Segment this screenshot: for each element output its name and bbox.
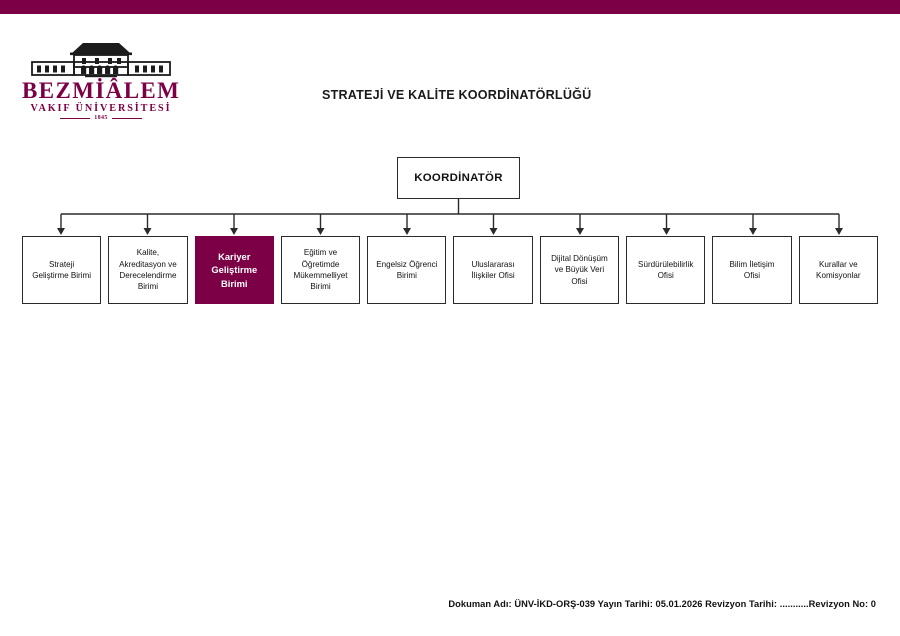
org-node-label: Kalite, Akreditasyon ve Derecelendirme B… — [119, 248, 177, 292]
org-node-label: Engelsiz Öğrenci Birimi — [376, 259, 438, 280]
org-node-kalite-akreditasyon-ve-derecelendirme-birimi[interactable]: Kalite, Akreditasyon ve Derecelendirme B… — [108, 236, 188, 304]
org-node-label: Bilim İletişim Ofisi — [729, 259, 775, 280]
logo-year-row: 1845 — [22, 115, 180, 121]
logo-rule-right — [111, 117, 142, 119]
university-building-icon — [31, 43, 171, 78]
org-node-label: Strateji Geliştirme Birimi — [32, 259, 92, 280]
org-node-label: Uluslararası İlişkiler Ofisi — [471, 259, 515, 280]
org-node-label: Eğitim ve Öğretimde Mükemmelliyet Birimi — [293, 248, 348, 292]
logo-subtitle: VAKIF ÜNİVERSİTESİ — [30, 103, 172, 115]
org-node-strateji-gelistirme-birimi[interactable]: Strateji Geliştirme Birimi — [22, 236, 102, 304]
org-node-label: Kurallar ve Komisyonlar — [816, 259, 861, 280]
org-node-kurallar-ve-komisyonlar[interactable]: Kurallar ve Komisyonlar — [798, 236, 878, 304]
logo-rule-left — [60, 117, 91, 119]
university-logo: BEZMİÂLEM VAKIF ÜNİVERSİTESİ 1845 — [22, 40, 180, 121]
org-node-engelsiz-ogrenci-birimi[interactable]: Engelsiz Öğrenci Birimi — [367, 236, 447, 304]
org-node-koordinator[interactable]: KOORDİNATÖR — [397, 157, 520, 199]
org-node-surdurulebilirlik-ofisi[interactable]: Sürdürülebilirlik Ofisi — [626, 236, 706, 304]
org-node-row: Strateji Geliştirme Birimi Kalite, Akred… — [22, 236, 878, 304]
org-node-label: Sürdürülebilirlik Ofisi — [638, 259, 694, 280]
org-node-label: Kariyer Geliştirme Birimi — [211, 251, 258, 289]
org-node-bilim-iletisim-ofisi[interactable]: Bilim İletişim Ofisi — [712, 236, 792, 304]
document-metadata-text: Dokuman Adı: ÜNV-İKD-ORŞ-039 Yayın Tarih… — [448, 599, 876, 609]
page-footer: Dokuman Adı: ÜNV-İKD-ORŞ-039 Yayın Tarih… — [0, 594, 900, 612]
org-node-label: Dijital Dönüşüm ve Büyük Veri Ofisi — [551, 253, 608, 286]
org-node-label: KOORDİNATÖR — [414, 172, 503, 184]
logo-wordmark: BEZMİÂLEM — [22, 78, 181, 103]
org-node-egitim-ve-ogretimde-mukemmelliyet-birimi[interactable]: Eğitim ve Öğretimde Mükemmelliyet Birimi — [280, 236, 361, 304]
org-node-kariyer-gelistirme-birimi[interactable]: Kariyer Geliştirme Birimi — [194, 236, 274, 304]
org-node-uluslararasi-iliskiler-ofisi[interactable]: Uluslararası İlişkiler Ofisi — [453, 236, 533, 304]
top-accent-bar — [0, 0, 900, 14]
org-node-dijital-donusum-ve-buyuk-veri-ofisi[interactable]: Dijital Dönüşüm ve Büyük Veri Ofisi — [539, 236, 620, 304]
page-title: STRATEJİ VE KALİTE KOORDİNATÖRLÜĞÜ — [322, 88, 592, 102]
logo-year: 1845 — [94, 115, 108, 122]
page-header: BEZMİÂLEM VAKIF ÜNİVERSİTESİ 1845 STRATE… — [0, 14, 900, 132]
